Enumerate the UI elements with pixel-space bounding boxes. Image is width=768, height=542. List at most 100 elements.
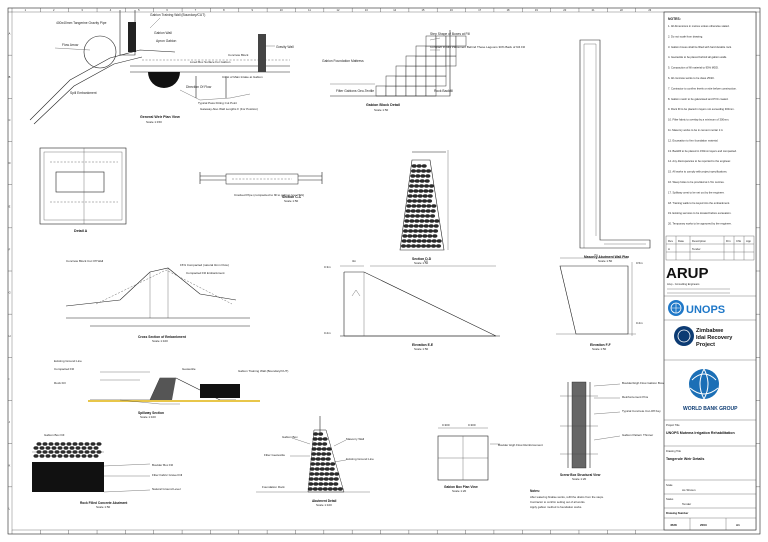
rev-head-date: Date <box>678 239 684 243</box>
rock <box>328 477 334 481</box>
drawing-title-label: Drawing Title <box>666 449 682 453</box>
grid-col-label: 3 <box>81 8 83 12</box>
label-foundation-rock: Foundation Rock <box>262 485 285 489</box>
grid-col-label: 10 <box>280 8 283 12</box>
label-apron-gabion: Apron Gabion <box>156 39 177 43</box>
rock <box>401 244 407 248</box>
rock <box>60 442 66 446</box>
rock <box>323 482 329 486</box>
rock <box>69 454 75 458</box>
arup-wordmark: ARUP <box>666 265 709 282</box>
grid-col-label: 1 <box>25 8 27 12</box>
rock <box>75 446 81 450</box>
rock <box>96 442 102 446</box>
gabion-block <box>395 75 407 87</box>
rock <box>409 179 415 183</box>
rev-row-1-desc: Tender <box>692 247 701 251</box>
rock <box>315 457 321 461</box>
status-label: Status <box>666 497 674 501</box>
drawing7-title: Cross Section of Embankment <box>138 335 187 339</box>
grid-col-label: 19 <box>535 8 538 12</box>
rock <box>324 472 330 476</box>
rock <box>69 446 75 450</box>
rock <box>407 194 413 198</box>
gabion-block <box>405 65 417 77</box>
rock <box>405 214 411 218</box>
rock <box>325 457 331 461</box>
rock <box>307 487 313 491</box>
drawing4-scale: Scale 1:50 <box>284 199 299 203</box>
rock <box>87 454 93 458</box>
drawing13-title: Abutment Detail <box>312 499 337 503</box>
rock <box>329 467 335 471</box>
general-note: 10. Filter fabric to overlap by a minimu… <box>668 118 729 122</box>
rock <box>322 442 328 446</box>
rock <box>413 189 419 193</box>
grid-col-label: 8 <box>223 8 225 12</box>
rock <box>424 179 430 183</box>
rock <box>314 472 320 476</box>
rock <box>316 452 322 456</box>
rock <box>422 234 428 238</box>
rock <box>419 179 425 183</box>
rock <box>312 437 318 441</box>
label-gabion-training: Gabion Training Wall (Boundary/CUT) <box>238 369 288 373</box>
apron-gabion <box>148 72 180 88</box>
rock <box>321 452 327 456</box>
drawing1-title: General Weir Plan View <box>140 115 180 119</box>
label-gravity-pipe: 400x40mm Tangerine Gravity Pipe <box>56 21 107 25</box>
rock <box>422 194 428 198</box>
drawing14-scale: Scale 1:20 <box>452 489 467 493</box>
label-boulder-boxes: Boulder/High Flow Gabion Boxes <box>622 381 667 385</box>
drawing9-scale: Scale 1:50 <box>592 347 607 351</box>
drawing10-scale: Scale 1:100 <box>140 415 156 419</box>
grid-row-label: A <box>9 32 11 36</box>
label-reinforcement-pins: Reinforcement Pins <box>622 395 649 399</box>
drawing8-scale: Scale 1:50 <box>414 347 429 351</box>
grid-col-label: 21 <box>592 8 595 12</box>
rock <box>428 229 434 233</box>
rock <box>317 487 323 491</box>
grid-row-label: H <box>9 334 11 338</box>
rock <box>330 462 336 466</box>
grid-row-label: K <box>9 463 11 467</box>
rock <box>424 219 430 223</box>
drawing6-title: Masonry Abutment Wall Plan <box>584 255 629 259</box>
arup-logo: ARUP Arup - Consulting Engineers <box>666 265 730 294</box>
rock <box>311 447 317 451</box>
general-note: 3. Gabion boxes shall be filled with har… <box>668 45 732 49</box>
rock <box>308 477 314 481</box>
drawing-masonry-wall: Masonry Abutment Wall Plan Scale 1:50 <box>579 39 651 263</box>
rock <box>327 487 333 491</box>
rock <box>425 214 431 218</box>
rock <box>412 234 418 238</box>
rev-head-rev: Rev <box>668 239 674 243</box>
label-crest: Crest of Main Intake at Gabion <box>222 75 263 79</box>
rock <box>325 462 331 466</box>
rev-head-drn: Drn <box>726 239 731 243</box>
rock <box>312 442 318 446</box>
drawing-spillway: Existing Ground Line Compacted Fill Gabi… <box>54 359 288 419</box>
rock <box>410 174 416 178</box>
rock <box>411 164 417 168</box>
grid-col-label: 16 <box>450 8 453 12</box>
rock <box>75 454 81 458</box>
label-existing-ground: Existing Ground Line <box>346 457 374 461</box>
rock <box>411 204 417 208</box>
notes-heading: NOTES: <box>668 17 681 21</box>
grid-col-label: 6 <box>166 8 168 12</box>
drawing-embankment: Concrete Block Cut Off Wall 15% Compacte… <box>65 259 250 343</box>
general-note: 14. Any discrepancies to be reported to … <box>668 159 731 163</box>
drawing8-title: Elevation E-E <box>412 343 434 347</box>
grid-col-label: 20 <box>563 8 566 12</box>
rock <box>45 454 51 458</box>
label-fill-embankment: Compacted Fill Embankment <box>186 271 225 275</box>
rock <box>45 446 51 450</box>
rock <box>406 239 412 243</box>
rock <box>321 447 327 451</box>
rock <box>426 169 432 173</box>
rock <box>416 244 422 248</box>
general-note: 11. Masonry works to be in cement mortar… <box>668 128 723 132</box>
grid-col-label: 11 <box>308 8 311 12</box>
